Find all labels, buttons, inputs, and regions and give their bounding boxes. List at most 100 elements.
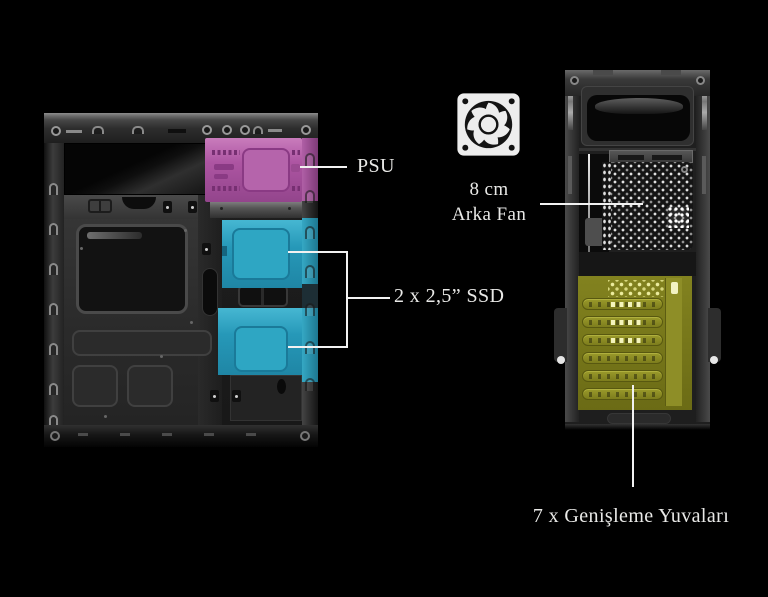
handle-divider: [99, 201, 101, 211]
hinge-strip: [568, 86, 573, 130]
clip-detail: [49, 223, 58, 235]
bottom-emboss: [607, 413, 671, 424]
divider: [579, 148, 696, 151]
rear-fan-label: 8 cm Arka Fan: [429, 177, 549, 227]
ssd-mount-plate: [234, 326, 288, 372]
hole-detail: [202, 125, 212, 135]
vent-dots: [212, 186, 240, 191]
top-tab: [593, 70, 613, 75]
hinge-strip: [702, 86, 707, 130]
clip-detail: [132, 126, 144, 134]
rivet: [162, 433, 172, 436]
screw-icon: [288, 207, 291, 210]
screw-icon: [80, 247, 83, 250]
clip-detail: [305, 190, 315, 203]
ssd-highlight-bottom: [218, 308, 302, 375]
expansion-slot-cover: [582, 334, 663, 346]
screw-icon: [300, 431, 310, 441]
hole-detail: [240, 125, 250, 135]
psu-callout-line: [300, 166, 347, 168]
ssd-mount-plate: [232, 228, 290, 280]
rivet: [204, 433, 214, 436]
screw-icon: [696, 76, 705, 85]
drive-bay-opening: [64, 143, 206, 195]
vent-slot: [168, 129, 186, 133]
vent-slot: [214, 164, 234, 170]
psu-label: PSU: [357, 155, 395, 177]
clip-detail: [163, 201, 172, 213]
handle-divider: [261, 287, 264, 305]
expansion-slot-cover: [582, 370, 663, 382]
top-tab: [661, 70, 681, 75]
vent-dots: [292, 150, 300, 155]
screw-icon: [570, 76, 579, 85]
motherboard-tray: [64, 195, 222, 425]
clip-detail: [49, 415, 58, 427]
screw-icon: [681, 166, 688, 173]
hinge-strip: [702, 156, 706, 194]
slot-side-strip: [665, 278, 682, 406]
vent-dots: [212, 150, 240, 155]
side-tab: [708, 308, 721, 362]
thumbscrew-icon: [710, 356, 718, 364]
rear-fan-grille: [611, 162, 693, 250]
psu-plate: [242, 148, 290, 192]
clip-detail: [49, 343, 58, 355]
clip-detail: [305, 226, 315, 239]
expansion-slots-label: 7 x Genişleme Yuvaları: [532, 505, 730, 527]
clip-detail: [305, 378, 315, 391]
rail-dark-patch: [302, 284, 318, 308]
case-front-rail: [44, 143, 64, 427]
vent-cutout: [122, 197, 156, 209]
label-emboss: [652, 155, 682, 160]
psu-opening: [587, 95, 690, 141]
label-emboss: [618, 155, 644, 160]
vent-slot: [291, 164, 300, 172]
bright-slot: [671, 282, 678, 294]
case-side-interior-view: [44, 113, 318, 447]
expansion-slot-cover: [582, 352, 663, 364]
vent-slot: [214, 174, 228, 179]
case-top-frame: [44, 113, 318, 143]
thumbscrew-icon: [557, 356, 565, 364]
clip-detail: [222, 246, 227, 256]
screw-icon: [184, 229, 187, 232]
vent-slot: [268, 129, 282, 132]
case-bottom-frame: [44, 425, 318, 447]
hole-detail: [222, 125, 232, 135]
vent-slot: [66, 130, 82, 133]
clip-detail: [202, 243, 211, 255]
clip-detail: [49, 183, 58, 195]
screw-icon: [190, 321, 193, 324]
clip-detail: [49, 263, 58, 275]
slot-perforation-bright: [611, 338, 643, 343]
slot-honeycomb-vent: [608, 280, 664, 297]
side-tab: [554, 308, 567, 362]
expansion-slots-highlight: [578, 276, 692, 410]
section-gap: [579, 252, 696, 276]
ssd-callout-line: [348, 297, 390, 299]
screw-icon: [220, 207, 223, 210]
rear-fan-label-line2: Arka Fan: [451, 204, 527, 225]
clip-detail: [49, 303, 58, 315]
slot-perforation: [589, 356, 657, 361]
clip-detail: [188, 201, 197, 213]
slot-perforation: [589, 374, 657, 379]
vent-dot-column: [602, 162, 611, 250]
ssd-highlight-rail: [302, 218, 318, 382]
model-label-plate: [609, 150, 693, 163]
rivet: [120, 433, 130, 436]
clip-detail: [305, 265, 315, 278]
rear-bottom-edge: [565, 424, 710, 430]
grille-bright-patch: [667, 206, 689, 228]
expansion-slot-cover: [582, 298, 663, 310]
vent-dots: [292, 186, 300, 191]
clip-detail: [305, 303, 315, 316]
slot-perforation-bright: [611, 320, 643, 325]
screw-icon: [50, 431, 60, 441]
hole-detail: [277, 379, 286, 394]
ssd-label: 2 x 2,5” SSD: [394, 285, 505, 307]
opening-reflection: [595, 98, 683, 114]
bay-handle: [238, 285, 288, 307]
